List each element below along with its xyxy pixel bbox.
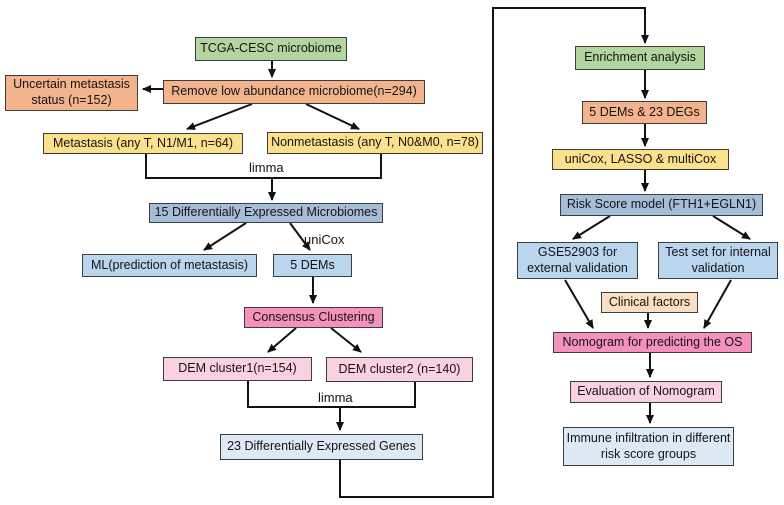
connector-limma-join	[145, 153, 382, 179]
arrow-remove-to-metastasis	[186, 103, 253, 130]
node-nomogram-os: Nomogram for predicting the OS	[553, 332, 752, 353]
connector-limma2-join	[247, 381, 416, 408]
node-enrichment-analysis: Enrichment analysis	[575, 46, 705, 70]
node-test-set-internal-validation: Test set for internal validation	[658, 242, 778, 279]
arrow-risk-to-test	[712, 215, 751, 240]
node-consensus-clustering: Consensus Clustering	[244, 307, 383, 328]
node-evaluation-nomogram: Evaluation of Nomogram	[570, 381, 722, 403]
edge-label-unicox: uniCox	[304, 232, 345, 247]
node-gse52903-external-validation: GSE52903 for external validation	[517, 242, 638, 279]
node-risk-score-model: Risk Score model (FTH1+EGLN1)	[560, 194, 763, 216]
arrow-consensus-to-cluster2	[330, 327, 362, 353]
node-immune-infiltration: Immune infiltration in different risk sc…	[563, 427, 734, 466]
node-dem-cluster1: DEM cluster1(n=154)	[163, 357, 312, 381]
arrow-remove-to-nonmetastasis	[305, 103, 360, 130]
node-metastasis: Metastasis (any T, N1/M1, n=64)	[43, 133, 243, 154]
node-ml-prediction: ML(prediction of metastasis)	[82, 254, 257, 277]
node-15-dem: 15 Differentially Expressed Microbiomes	[149, 203, 383, 223]
arrow-dem15-to-ml	[203, 222, 247, 251]
arrow-risk-to-gse	[572, 215, 611, 240]
node-unicox-lasso-multicox: uniCox, LASSO & multiCox	[552, 149, 729, 170]
arrow-dem15-to-dems5	[289, 222, 311, 251]
node-clinical-factors: Clinical factors	[601, 292, 698, 313]
node-tcga-cesc-microbiome: TCGA-CESC microbiome	[195, 37, 347, 61]
node-dem-cluster2: DEM cluster2 (n=140)	[326, 357, 473, 382]
node-nonmetastasis: Nonmetastasis (any T, N0&M0, n=78)	[267, 132, 483, 154]
arrow-test-to-nomogram	[703, 279, 732, 329]
node-5-dems: 5 DEMs	[273, 254, 352, 277]
node-uncertain-metastasis: Uncertain metastasis status (n=152)	[5, 75, 138, 111]
edge-label-limma-2: limma	[318, 390, 353, 405]
arrow-gse-to-nomogram	[564, 279, 594, 329]
node-5dems-23degs: 5 DEMs & 23 DEGs	[582, 101, 707, 124]
connector-deg23-to-enrichment	[339, 7, 649, 498]
node-remove-low-abundance: Remove low abundance microbiome(n=294)	[163, 80, 425, 104]
node-23-deg: 23 Differentially Expressed Genes	[220, 434, 423, 460]
edge-label-limma-1: limma	[249, 160, 284, 175]
arrow-consensus-to-cluster1	[267, 327, 297, 353]
